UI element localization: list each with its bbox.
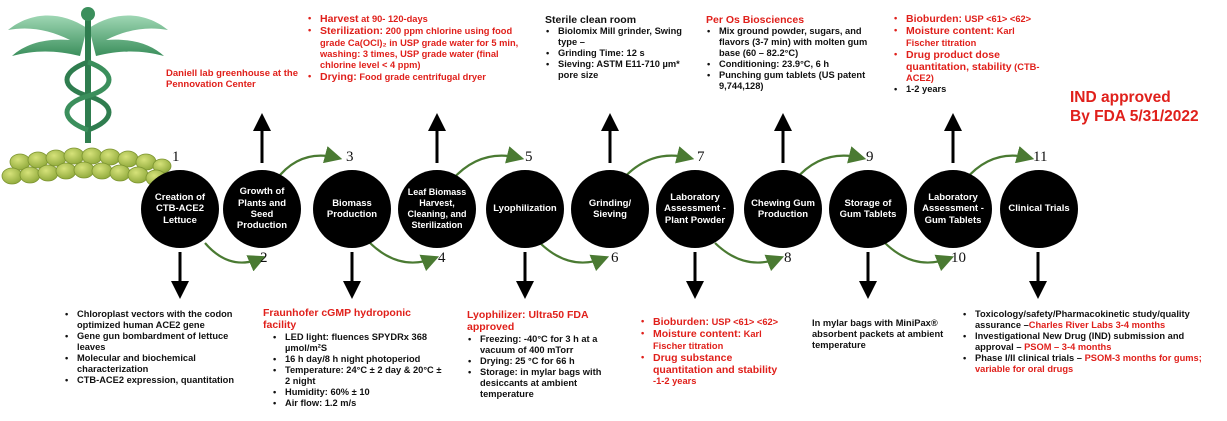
step-number-6: 6 [611, 250, 619, 266]
step-number-9: 9 [866, 149, 874, 165]
step-4-circle: Leaf Biomass Harvest, Cleaning, and Ster… [398, 170, 476, 248]
step-number-2: 2 [260, 250, 268, 266]
gum-production-note: Per Os Biosciences Mix ground powder, su… [706, 14, 876, 92]
green-arrow-3-4 [369, 242, 440, 272]
step-3-circle: Biomass Production [313, 170, 391, 248]
step-number-5: 5 [525, 149, 533, 165]
grinding-note: Sterile clean room Biolomix Mill grinder… [545, 14, 695, 81]
lab-caption: Daniell lab greenhouse at the Pennovatio… [166, 68, 298, 91]
green-arrow-9-10 [884, 242, 955, 272]
step-10-circle: Laboratory Assessment - Gum Tablets [914, 170, 992, 248]
lyophilization-note: Lyophilizer: Ultra50 FDA approved Freezi… [467, 309, 617, 400]
step-8-circle: Chewing Gum Production [744, 170, 822, 248]
caduceus-seeds-image [1, 7, 172, 187]
step-number-4: 4 [438, 250, 446, 266]
step-6-circle: Grinding/ Sieving [571, 170, 649, 248]
step-number-8: 8 [784, 250, 792, 266]
green-arrow-1-2 [204, 242, 267, 272]
step-2-circle: Growth of Plants and Seed Production [223, 170, 301, 248]
step-number-1: 1 [172, 149, 180, 165]
step-number-7: 7 [697, 149, 705, 165]
step-11-circle: Clinical Trials [1000, 170, 1078, 248]
storage-note: In mylar bags with MiniPax® absorbent pa… [812, 318, 944, 350]
harvest-note: Harvest at 90- 120-days Sterilization: 2… [307, 13, 527, 83]
plant-lab-note: Bioburden: USP <61> <62> Moisture conten… [640, 316, 790, 387]
creation-note: Chloroplast vectors with the codon optim… [64, 309, 254, 386]
step-number-11: 11 [1033, 149, 1048, 165]
biomass-note: Fraunhofer cGMP hydroponic facility LED … [263, 307, 443, 409]
green-arrow-7-8 [714, 242, 785, 272]
step-5-circle: Lyophilization [486, 170, 564, 248]
clinical-note: Toxicology/safety/Pharmacokinetic study/… [962, 309, 1222, 375]
step-9-circle: Storage of Gum Tablets [829, 170, 907, 248]
ind-approval: IND approved By FDA 5/31/2022 [1070, 88, 1199, 127]
green-arrow-5-6 [539, 242, 610, 272]
step-1-circle: Creation of CTB-ACE2 Lettuce [141, 170, 219, 248]
green-arrow-4-5 [451, 146, 525, 181]
ind-line-1: IND approved [1070, 89, 1171, 106]
step-7-circle: Laboratory Assessment - Plant Powder [656, 170, 734, 248]
step-number-10: 10 [951, 250, 966, 266]
step-number-3: 3 [346, 149, 354, 165]
gum-lab-note: Bioburden: USP <61> <62> Moisture conten… [893, 13, 1043, 95]
ind-line-2: By FDA 5/31/2022 [1070, 108, 1199, 126]
